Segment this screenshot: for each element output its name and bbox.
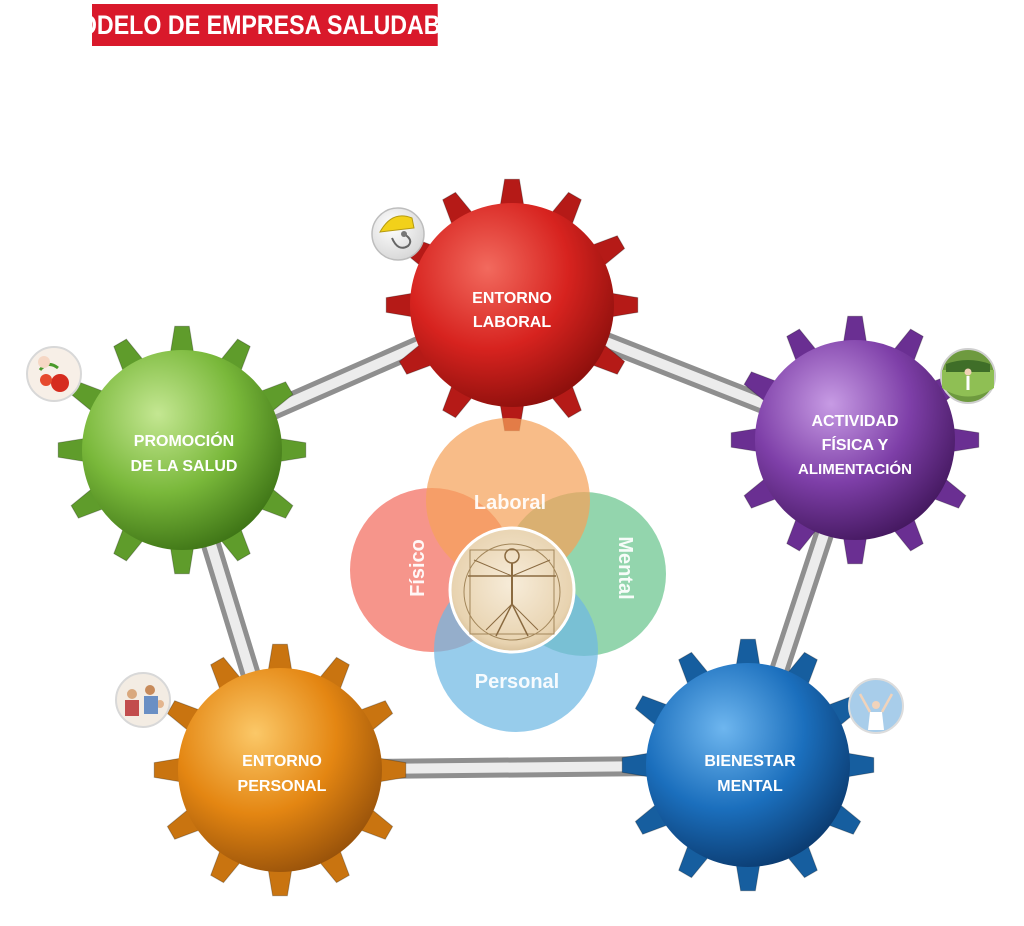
petal-fisico-label: Físico <box>407 539 429 597</box>
center-venn: Laboral Físico Mental Personal <box>350 418 666 732</box>
person-arms-raised-photo-icon <box>848 678 904 734</box>
gear-promocion-line2: DE LA SALUD <box>131 458 238 475</box>
vegetables-photo-icon <box>26 346 82 402</box>
vitruvian-man-icon <box>448 526 576 654</box>
gear-actividad-line1: ACTIVIDAD <box>811 413 898 430</box>
petal-personal-label: Personal <box>475 671 559 693</box>
gear-personal-line2: PERSONAL <box>238 778 327 795</box>
helmet-stethoscope-icon <box>371 207 425 261</box>
person-field-photo-icon <box>940 348 996 404</box>
gear-body <box>646 663 850 867</box>
gear-promocion-line1: PROMOCIÓN <box>134 431 234 450</box>
gear-bienestar-mental: BIENESTAR MENTAL <box>621 638 875 892</box>
gear-body <box>178 668 382 872</box>
gear-actividad-line3: ALIMENTACIÓN <box>798 460 912 478</box>
gear-actividad-fisica: ACTIVIDAD FÍSICA Y ALIMENTACIÓN <box>730 315 980 565</box>
gear-bienestar-line1: BIENESTAR <box>704 753 796 770</box>
family-photo-icon <box>115 672 171 728</box>
page-title: MODELO DE EMPRESA SALUDABLE <box>60 4 470 46</box>
gear-body <box>410 203 614 407</box>
petal-mental-label: Mental <box>614 536 636 599</box>
gear-body <box>755 340 955 540</box>
gear-entorno-laboral: ENTORNO LABORAL <box>385 178 639 432</box>
gear-body <box>82 350 282 550</box>
petal-laboral-label: Laboral <box>474 492 546 514</box>
gear-actividad-line2: FÍSICA Y <box>822 435 889 454</box>
gear-personal-line1: ENTORNO <box>242 753 322 770</box>
gear-entorno-personal: ENTORNO PERSONAL <box>153 643 407 897</box>
gear-laboral-line1: ENTORNO <box>472 290 552 307</box>
gear-promocion-salud: PROMOCIÓN DE LA SALUD <box>57 325 307 575</box>
gear-bienestar-line2: MENTAL <box>717 778 783 795</box>
gear-laboral-line2: LABORAL <box>473 314 551 331</box>
